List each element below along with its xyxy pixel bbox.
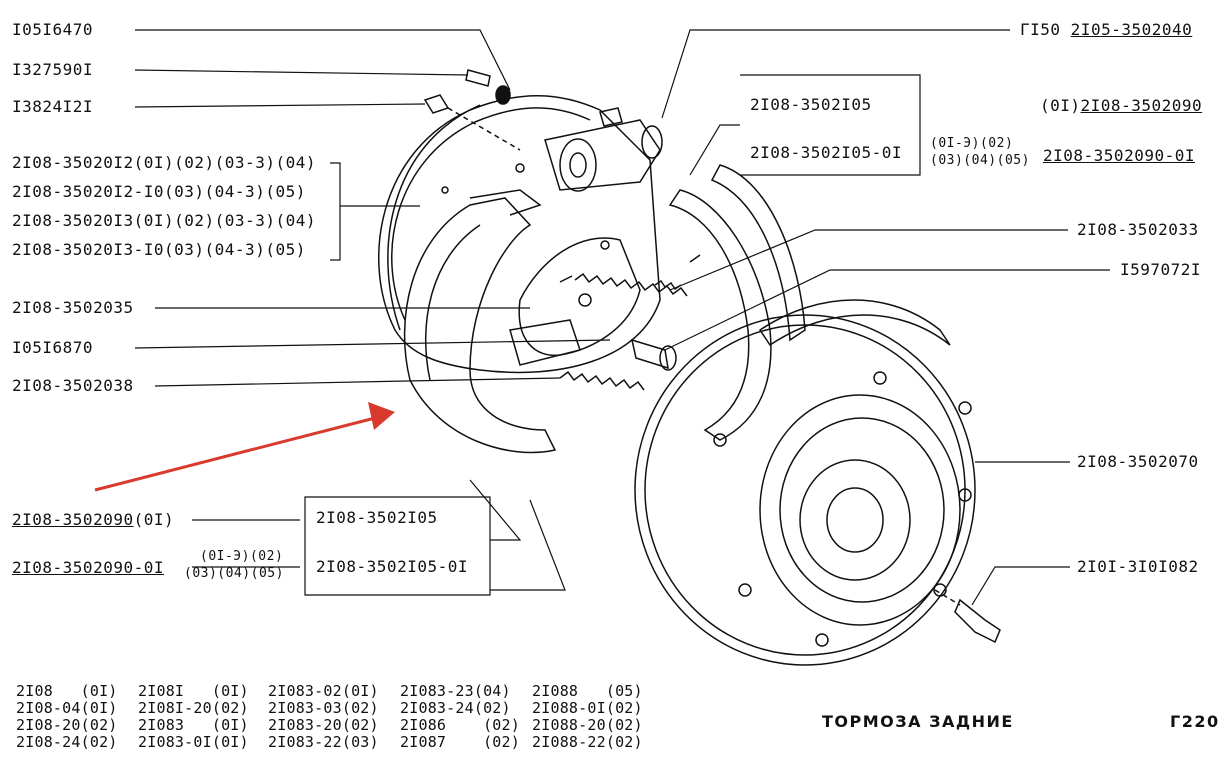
- part-number-label: I597072I: [1120, 260, 1202, 279]
- model-entry: 2I08-24(02): [16, 733, 118, 751]
- variant-codes: (0I-Э)(02): [930, 136, 1014, 151]
- part-number-label: I3824I2I: [12, 97, 94, 116]
- part-number-label: 2I08-35020I2-I0(03)(04-3)(05): [12, 182, 306, 201]
- part-number-label: 2I08-3502070: [1077, 452, 1199, 471]
- lower-spring: [559, 370, 645, 391]
- part-number-label: I327590I: [12, 60, 94, 79]
- part-number-label: 2I08-3502I05-0I: [316, 557, 468, 576]
- part-number-label: I05I6870: [12, 338, 94, 357]
- model-entry: 2I087 (02): [400, 733, 520, 751]
- upper-spring: [559, 254, 701, 297]
- model-entry: 2I086 (02): [400, 716, 520, 734]
- part-number-label: 2I08-3502I05: [316, 508, 438, 527]
- right-brake-shoe: [509, 237, 641, 366]
- part-number-label: 2I08-3502I05: [750, 95, 872, 114]
- leader-lines: [134, 29, 1110, 606]
- part-number-label: 2I08-3502033: [1077, 220, 1199, 239]
- model-entry: 2I08-04(0I): [16, 699, 118, 717]
- part-number-label: 2I08-35020I3(0I)(02)(03-3)(04): [12, 211, 316, 230]
- brake-drum: [634, 299, 976, 666]
- part-number-label: 2I08-3502035: [12, 298, 134, 317]
- part-number-label: 2I08-3502090(0I): [12, 510, 175, 529]
- model-entry: 2I083-03(02): [268, 699, 379, 717]
- model-entry: 2I08I-20(02): [138, 699, 249, 717]
- model-entry: 2I08-20(02): [16, 716, 118, 734]
- model-entry: 2I088 (05): [532, 682, 643, 700]
- variant-codes: (0I-Э)(02): [200, 549, 284, 564]
- model-entry: 2I08I (0I): [138, 682, 249, 700]
- model-entry: 2I083 (0I): [138, 716, 249, 734]
- part-number-label: 2I0I-3I0I082: [1077, 557, 1199, 576]
- page-number: Г220: [1170, 712, 1220, 731]
- part-number-label: 2I08-3502038: [12, 376, 134, 395]
- red-arrow: [94, 402, 395, 492]
- model-entry: 2I088-0I(02): [532, 699, 643, 717]
- model-entry: 2I083-22(03): [268, 733, 379, 751]
- part-number-label: (0I)2I08-3502090: [1040, 96, 1203, 115]
- left-brake-shoe: [403, 189, 557, 454]
- variant-codes: (03)(04)(05): [184, 566, 284, 581]
- part-number-label: 2I08-3502090-0I: [12, 558, 164, 577]
- exploded-shoe-2: [710, 164, 806, 342]
- part-number-label: 2I08-3502I05-0I: [750, 143, 902, 162]
- wheel-cylinder: [544, 107, 663, 192]
- model-entry: 2I083-0I(0I): [138, 733, 249, 751]
- part-number-label: I05I6470: [12, 20, 94, 39]
- part-number-label: 2I08-3502090-0I: [1043, 146, 1195, 165]
- model-entry: 2I083-23(04): [400, 682, 511, 700]
- model-entry: 2I083-20(02): [268, 716, 379, 734]
- model-entry: 2I083-24(02): [400, 699, 511, 717]
- part-number-label: ГI50 2I05-3502040: [1020, 20, 1193, 39]
- adjust-bolt: [630, 338, 677, 371]
- part-number-label: 2I08-35020I3-I0(03)(04-3)(05): [12, 240, 306, 259]
- model-entry: 2I083-02(0I): [268, 682, 379, 700]
- model-entry: 2I088-20(02): [532, 716, 643, 734]
- small-spring: [654, 279, 682, 291]
- top-parts: [423, 69, 521, 151]
- page-title: ТОРМОЗА ЗАДНИЕ: [822, 712, 1014, 731]
- wheel-bolt: [934, 589, 1001, 644]
- variant-codes: (03)(04)(05): [930, 153, 1030, 168]
- model-entry: 2I08 (0I): [16, 682, 118, 700]
- exploded-shoe-1: [668, 189, 772, 441]
- model-entry: 2I088-22(02): [532, 733, 643, 751]
- part-number-label: 2I08-35020I2(0I)(02)(03-3)(04): [12, 153, 316, 172]
